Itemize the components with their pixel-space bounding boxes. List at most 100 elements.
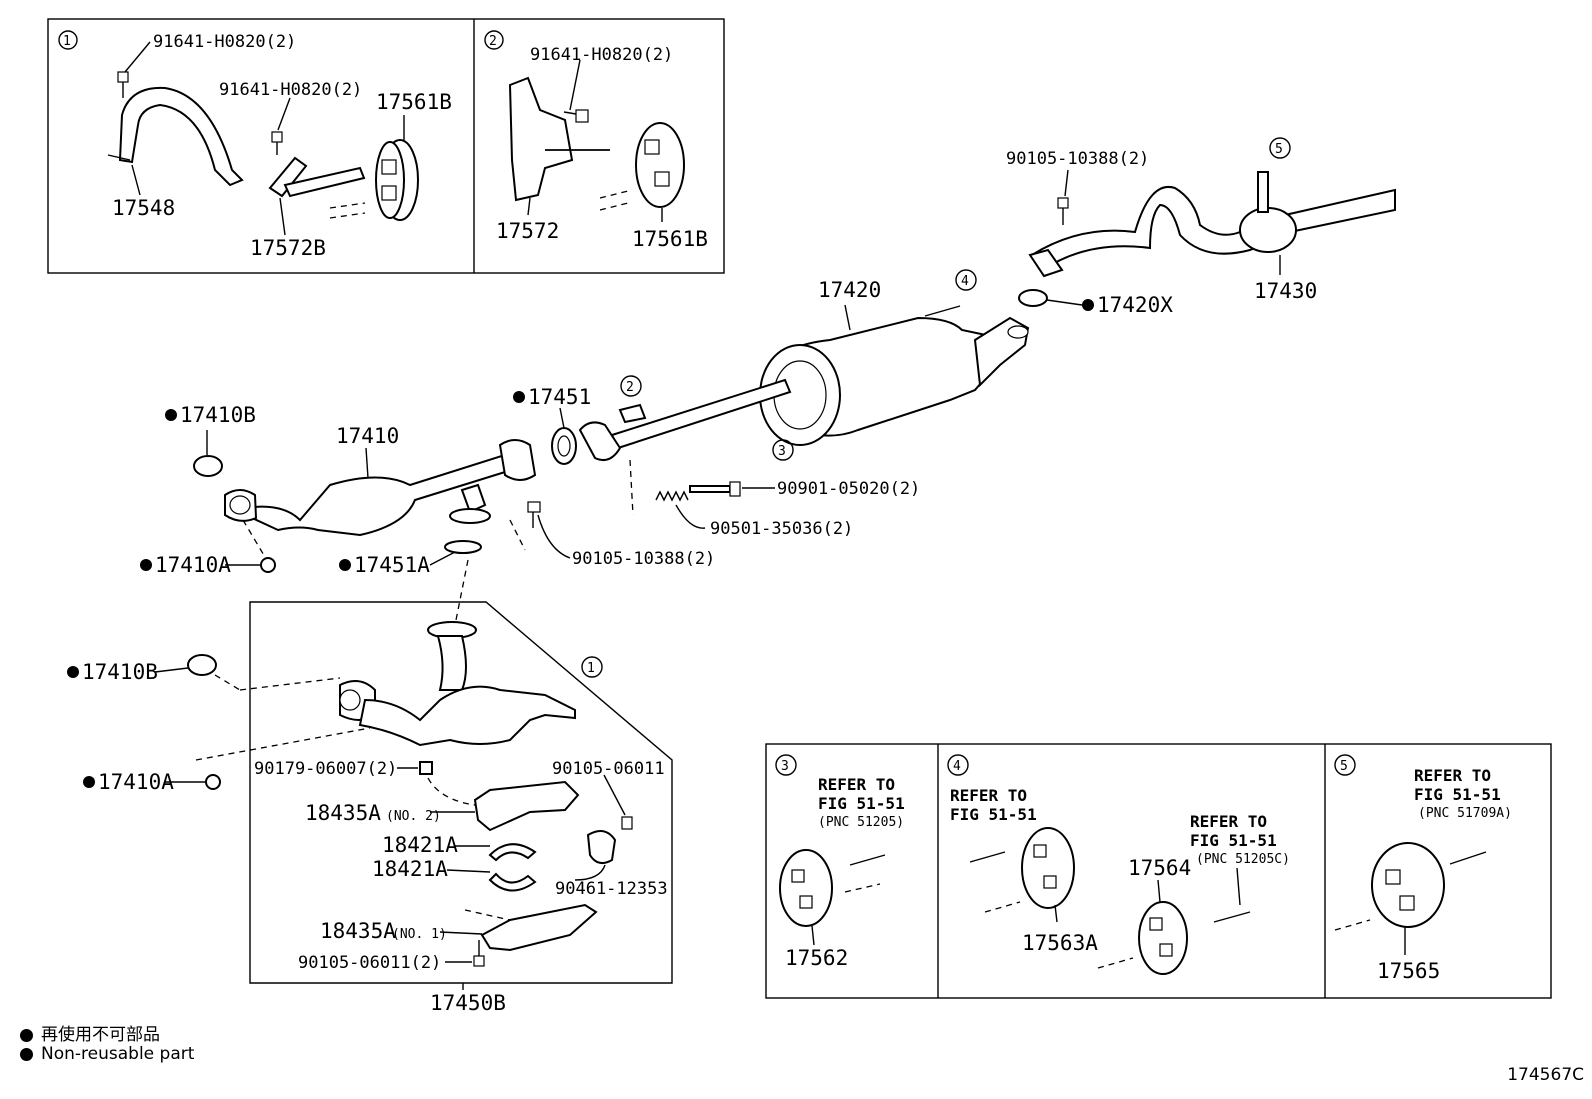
refer-5-line3: (PNC 51709A) bbox=[1418, 806, 1512, 821]
label-90105-06011-b: 90105-06011(2) bbox=[298, 953, 441, 973]
refer-4b-line2: FIG 51-51 bbox=[1190, 831, 1277, 850]
label-18435a-no1-note: (NO. 1) bbox=[392, 927, 447, 942]
gasket-17410b-bot bbox=[187, 654, 217, 676]
rubber-mount-17561b-2 bbox=[635, 122, 685, 208]
label-90105-06011-a: 90105-06011 bbox=[552, 759, 665, 779]
label-90461-12353: 90461-12353 bbox=[555, 879, 668, 899]
label-17572: 17572 bbox=[496, 219, 559, 243]
legend-en: Non-reusable part bbox=[20, 1044, 194, 1064]
label-17450b: 17450B bbox=[430, 991, 506, 1015]
label-90179-06007: 90179-06007(2) bbox=[254, 759, 397, 779]
label-90901-05020: 90901-05020(2) bbox=[777, 479, 920, 499]
front-pipe-to-muffler bbox=[578, 378, 792, 461]
label-18421a-b: 18421A bbox=[372, 857, 448, 881]
label-17420x: 17420X bbox=[1097, 293, 1173, 317]
tail-pipe-17430 bbox=[1028, 171, 1396, 278]
bullet-icon bbox=[20, 1047, 33, 1061]
refer-4b-line3: (PNC 51205C) bbox=[1196, 852, 1290, 867]
label-17548: 17548 bbox=[112, 196, 175, 220]
label-18421a-a: 18421A bbox=[382, 833, 458, 857]
gasket-17410b-top bbox=[193, 455, 223, 477]
callout-3: 3 bbox=[781, 759, 789, 774]
label-17572b: 17572B bbox=[250, 236, 326, 260]
callout-4: 4 bbox=[953, 759, 961, 774]
callout-1: 1 bbox=[63, 34, 71, 49]
refer-5-line1: REFER TO bbox=[1414, 766, 1491, 785]
nut-17410a-bot bbox=[205, 774, 221, 790]
label-17430: 17430 bbox=[1254, 279, 1317, 303]
bolt-icon bbox=[117, 71, 129, 98]
refer-3-line1: REFER TO bbox=[818, 775, 895, 794]
rubber-mount-17564 bbox=[1138, 901, 1188, 975]
bolt-icon bbox=[271, 131, 283, 155]
hanger-rod-17572b bbox=[268, 156, 366, 198]
front-pipe-17410 bbox=[224, 439, 537, 537]
bullet-icon bbox=[20, 1028, 33, 1042]
legend-jp: 再使用不可部品 bbox=[20, 1020, 160, 1045]
label-17562: 17562 bbox=[785, 946, 848, 970]
label-17564: 17564 bbox=[1128, 856, 1191, 880]
refer-4-line1: REFER TO bbox=[950, 786, 1027, 805]
callout-1-mid: 1 bbox=[587, 661, 595, 676]
label-91641-h0820-c: 91641-H0820(2) bbox=[530, 45, 673, 65]
callout-2-mid: 2 bbox=[626, 380, 634, 395]
callout-4-mid: 4 bbox=[961, 274, 969, 289]
label-91641-h0820-b: 91641-H0820(2) bbox=[219, 80, 362, 100]
label-17410a-bot: 17410A bbox=[98, 770, 174, 794]
rubber-mount-17563a bbox=[1021, 827, 1075, 909]
bolt-icon bbox=[563, 109, 589, 123]
detail-box-1 bbox=[249, 601, 673, 984]
rubber-mount-17565 bbox=[1371, 842, 1445, 928]
rubber-mount-17562 bbox=[779, 849, 833, 927]
label-17451a: 17451A bbox=[354, 553, 430, 577]
muffler-17420 bbox=[759, 305, 1030, 446]
legend-en-text: Non-reusable part bbox=[41, 1044, 195, 1064]
inset-box-top bbox=[47, 18, 725, 274]
gasket-17451 bbox=[551, 427, 577, 465]
callout-3-mid: 3 bbox=[778, 444, 786, 459]
label-91641-h0820-a: 91641-H0820(2) bbox=[153, 32, 296, 52]
label-17561b-a: 17561B bbox=[376, 90, 452, 114]
gasket-17451a bbox=[444, 508, 491, 554]
legend-jp-text: 再使用不可部品 bbox=[41, 1025, 160, 1045]
label-17451: 17451 bbox=[528, 385, 591, 409]
label-90501-35036: 90501-35036(2) bbox=[710, 519, 853, 539]
label-90105-10388-b: 90105-10388(2) bbox=[572, 549, 715, 569]
hanger-bracket-17548 bbox=[107, 86, 244, 187]
gasket-17420x bbox=[1018, 289, 1048, 307]
refer-4-line2: FIG 51-51 bbox=[950, 805, 1037, 824]
refer-5-line2: FIG 51-51 bbox=[1414, 785, 1501, 804]
refer-3-line3: (PNC 51205) bbox=[818, 815, 904, 830]
label-17561b-b: 17561B bbox=[632, 227, 708, 251]
label-17410: 17410 bbox=[336, 424, 399, 448]
clamp-90461 bbox=[586, 816, 633, 865]
refer-box-group bbox=[765, 743, 1552, 999]
label-17420: 17420 bbox=[818, 278, 881, 302]
label-17563a: 17563A bbox=[1022, 931, 1098, 955]
rubber-mount-17561b bbox=[375, 139, 419, 221]
bolt-icon bbox=[1057, 197, 1069, 225]
label-18435a-no1: 18435A bbox=[320, 919, 396, 943]
bracket-17572 bbox=[508, 76, 610, 202]
clamp-18421a bbox=[488, 843, 537, 892]
nut-17410a bbox=[260, 557, 276, 573]
callout-5-top: 5 bbox=[1275, 142, 1283, 157]
label-18435a-no2: 18435A bbox=[305, 801, 381, 825]
bolt-90901 bbox=[689, 481, 741, 497]
spring-90501 bbox=[655, 490, 689, 502]
label-18435a-no2-note: (NO. 2) bbox=[386, 809, 441, 824]
refer-4b-line1: REFER TO bbox=[1190, 812, 1267, 831]
label-17565: 17565 bbox=[1377, 959, 1440, 983]
bolt-icon bbox=[473, 940, 485, 967]
label-90105-10388-a: 90105-10388(2) bbox=[1006, 149, 1149, 169]
front-pipe-assembly-17450b bbox=[339, 621, 576, 747]
label-17410b-bot: 17410B bbox=[82, 660, 158, 684]
refer-3-line2: FIG 51-51 bbox=[818, 794, 905, 813]
bolt-icon bbox=[527, 501, 541, 528]
nut-90179 bbox=[419, 761, 433, 775]
heat-insulator-no1 bbox=[464, 903, 598, 952]
callout-5: 5 bbox=[1340, 759, 1348, 774]
callout-2: 2 bbox=[489, 34, 497, 49]
heat-insulator-no2 bbox=[473, 780, 580, 832]
